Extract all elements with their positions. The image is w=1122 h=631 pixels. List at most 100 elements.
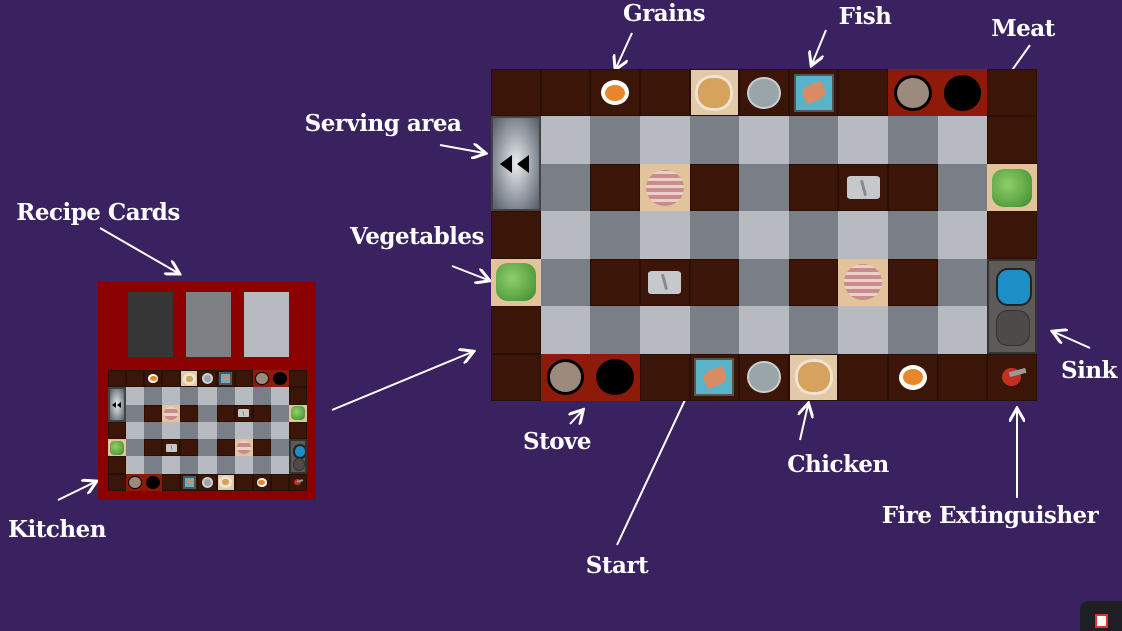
counter-tile[interactable]	[590, 258, 640, 307]
floor-light-tile[interactable]	[540, 116, 591, 164]
grains-tile[interactable]	[252, 473, 271, 491]
floor-dark-tile[interactable]	[198, 439, 217, 457]
floor-dark-tile[interactable]	[689, 306, 740, 354]
counter-tile[interactable]	[888, 163, 938, 212]
recipe-card[interactable]	[186, 292, 231, 357]
cutting-board-tile[interactable]	[838, 163, 889, 212]
vegetables-tile[interactable]	[491, 258, 541, 307]
floor-dark-tile[interactable]	[216, 421, 235, 440]
floor-dark-tile[interactable]	[180, 421, 199, 440]
counter-tile[interactable]	[108, 370, 127, 388]
counter-tile[interactable]	[838, 353, 889, 401]
floor-dark-tile[interactable]	[590, 306, 640, 354]
counter-tile[interactable]	[288, 370, 307, 388]
counter-tile[interactable]	[590, 163, 640, 212]
counter-tile[interactable]	[838, 69, 889, 117]
counter-tile[interactable]	[540, 69, 591, 117]
counter-tile[interactable]	[491, 69, 541, 117]
meat-tile[interactable]	[162, 404, 181, 422]
floor-light-tile[interactable]	[126, 421, 145, 440]
floor-dark-tile[interactable]	[689, 116, 740, 164]
floor-light-tile[interactable]	[739, 116, 789, 164]
counter-tile[interactable]	[162, 370, 181, 388]
plate-tile[interactable]	[198, 473, 217, 491]
recipe-card[interactable]	[244, 292, 289, 357]
floor-light-tile[interactable]	[639, 116, 690, 164]
floor-light-tile[interactable]	[234, 387, 253, 405]
counter-tile[interactable]	[144, 404, 163, 422]
plate-tile[interactable]	[739, 353, 789, 401]
counter-tile[interactable]	[639, 69, 690, 117]
floor-dark-tile[interactable]	[739, 163, 789, 212]
floor-dark-tile[interactable]	[144, 421, 163, 440]
floor-light-tile[interactable]	[198, 387, 217, 405]
chicken-tile[interactable]	[216, 473, 235, 491]
floor-light-tile[interactable]	[270, 387, 289, 405]
counter-tile[interactable]	[689, 258, 740, 307]
counter-tile[interactable]	[234, 370, 253, 388]
floor-light-tile[interactable]	[126, 387, 145, 405]
floor-dark-tile[interactable]	[590, 211, 640, 259]
counter-tile[interactable]	[987, 116, 1037, 164]
counter-tile[interactable]	[987, 211, 1037, 259]
chicken-tile[interactable]	[180, 370, 199, 388]
floor-dark-tile[interactable]	[252, 456, 271, 474]
counter-tile[interactable]	[144, 439, 163, 457]
counter-tile[interactable]	[180, 439, 199, 457]
floor-light-tile[interactable]	[234, 421, 253, 440]
meat-tile[interactable]	[838, 258, 889, 307]
counter-tile[interactable]	[288, 421, 307, 440]
floor-dark-tile[interactable]	[937, 258, 988, 307]
floor-dark-tile[interactable]	[198, 404, 217, 422]
floor-dark-tile[interactable]	[216, 456, 235, 474]
floor-light-tile[interactable]	[540, 306, 591, 354]
floor-dark-tile[interactable]	[937, 163, 988, 212]
floor-light-tile[interactable]	[540, 211, 591, 259]
cutting-board-tile[interactable]	[234, 404, 253, 422]
floor-dark-tile[interactable]	[180, 456, 199, 474]
floor-light-tile[interactable]	[198, 456, 217, 474]
plate-tile[interactable]	[739, 69, 789, 117]
recipe-card[interactable]	[128, 292, 173, 357]
floor-light-tile[interactable]	[270, 456, 289, 474]
cutting-board-tile[interactable]	[162, 439, 181, 457]
fish-tile[interactable]	[788, 69, 839, 117]
stove-pot-tile[interactable]	[888, 69, 938, 117]
floor-dark-tile[interactable]	[180, 387, 199, 405]
floor-dark-tile[interactable]	[590, 116, 640, 164]
counter-tile[interactable]	[491, 211, 541, 259]
floor-light-tile[interactable]	[270, 421, 289, 440]
floor-dark-tile[interactable]	[739, 258, 789, 307]
meat-tile[interactable]	[234, 439, 253, 457]
counter-tile[interactable]	[689, 163, 740, 212]
stove-burner-tile[interactable]	[144, 473, 163, 491]
serving-area-tile[interactable]	[491, 116, 541, 212]
counter-tile[interactable]	[788, 258, 839, 307]
counter-tile[interactable]	[288, 387, 307, 405]
floor-dark-tile[interactable]	[689, 211, 740, 259]
serving-area-tile[interactable]	[108, 387, 127, 422]
floor-dark-tile[interactable]	[126, 404, 145, 422]
counter-tile[interactable]	[888, 258, 938, 307]
floor-light-tile[interactable]	[739, 211, 789, 259]
cutting-board-tile[interactable]	[639, 258, 690, 307]
counter-tile[interactable]	[180, 404, 199, 422]
floor-dark-tile[interactable]	[144, 387, 163, 405]
stove-pot-tile[interactable]	[252, 370, 271, 388]
stove-pot-tile[interactable]	[126, 473, 145, 491]
floor-light-tile[interactable]	[234, 456, 253, 474]
floor-light-tile[interactable]	[162, 421, 181, 440]
floor-dark-tile[interactable]	[788, 116, 839, 164]
floor-dark-tile[interactable]	[788, 211, 839, 259]
grains-tile[interactable]	[144, 370, 163, 388]
floor-light-tile[interactable]	[838, 116, 889, 164]
floor-dark-tile[interactable]	[540, 258, 591, 307]
vegetables-tile[interactable]	[288, 404, 307, 422]
floor-light-tile[interactable]	[937, 211, 988, 259]
fire-extinguisher-tile[interactable]	[987, 353, 1037, 401]
fish-tile[interactable]	[689, 353, 740, 401]
taskbar-app-icon[interactable]	[1080, 601, 1122, 631]
stove-burner-tile[interactable]	[590, 353, 640, 401]
floor-dark-tile[interactable]	[216, 387, 235, 405]
counter-tile[interactable]	[788, 163, 839, 212]
